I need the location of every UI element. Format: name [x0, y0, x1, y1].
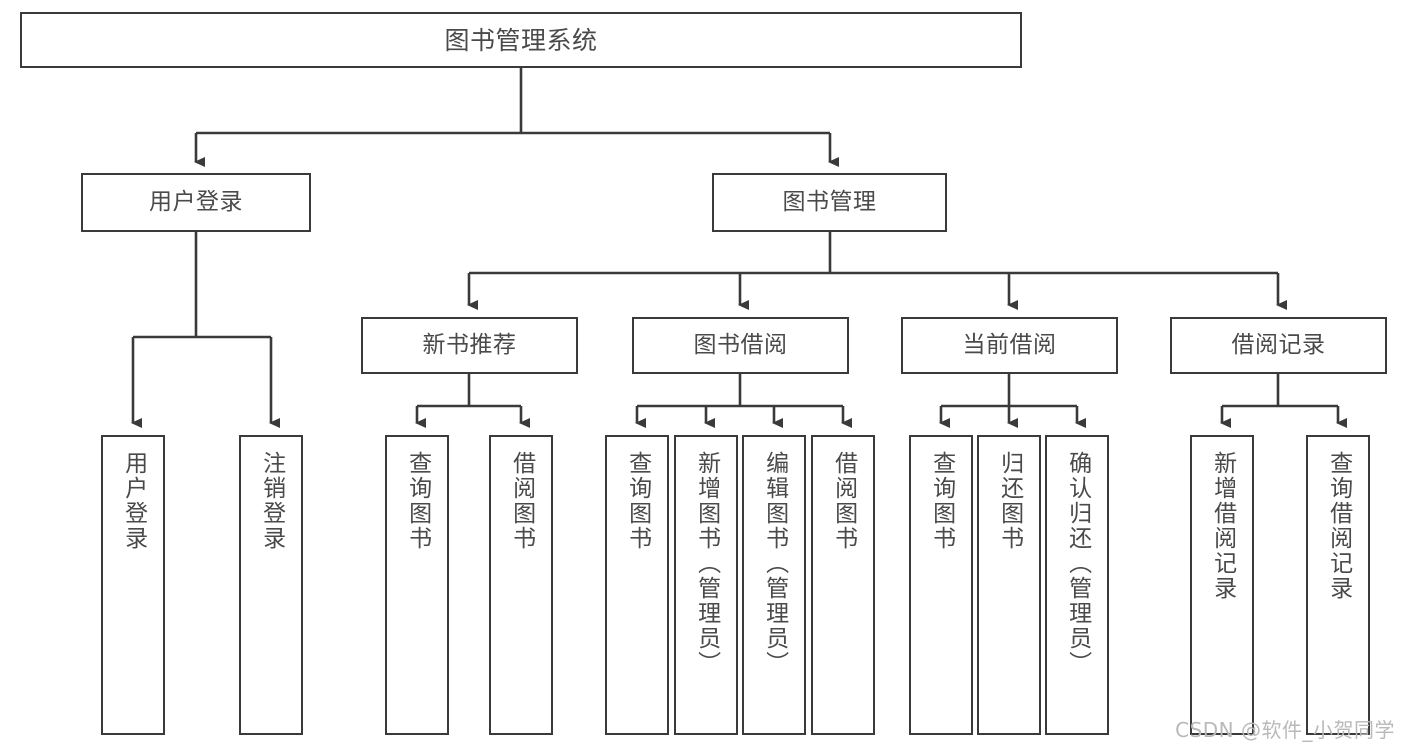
node-borrow-record[interactable]: 借阅记录: [1170, 317, 1387, 374]
leaf-edit-book[interactable]: 编辑图书（管理员）: [742, 435, 806, 735]
leaf-edit-book-label: 编辑图书（管理员）: [761, 451, 788, 676]
leaf-add-book[interactable]: 新增图书（管理员）: [674, 435, 738, 735]
leaf-query-book-1-label: 查询图书: [404, 451, 431, 551]
leaf-borrow-book-2[interactable]: 借阅图书: [811, 435, 875, 735]
leaf-user-logout[interactable]: 注销登录: [239, 435, 303, 735]
leaf-add-record[interactable]: 新增借阅记录: [1190, 435, 1254, 735]
node-current-borrow-label: 当前借阅: [962, 332, 1057, 359]
leaf-confirm-return[interactable]: 确认归还（管理员）: [1045, 435, 1109, 735]
leaf-return-book-label: 归还图书: [996, 451, 1023, 551]
leaf-confirm-return-label: 确认归还（管理员）: [1064, 451, 1091, 676]
leaf-query-book-2-label: 查询图书: [624, 451, 651, 551]
leaf-borrow-book-1-label: 借阅图书: [508, 451, 535, 551]
leaf-query-book-2[interactable]: 查询图书: [605, 435, 669, 735]
leaf-query-record[interactable]: 查询借阅记录: [1306, 435, 1370, 735]
leaf-query-record-label: 查询借阅记录: [1325, 451, 1352, 601]
leaf-borrow-book-2-label: 借阅图书: [830, 451, 857, 551]
node-user-login[interactable]: 用户登录: [81, 173, 311, 232]
node-root-label: 图书管理系统: [444, 25, 598, 55]
watermark-text: CSDN @软件_小贺同学: [1175, 718, 1395, 742]
leaf-user-login[interactable]: 用户登录: [101, 435, 165, 735]
node-book-manage[interactable]: 图书管理: [712, 173, 947, 232]
node-book-manage-label: 图书管理: [782, 189, 877, 216]
leaf-query-book-1[interactable]: 查询图书: [385, 435, 449, 735]
leaf-user-logout-label: 注销登录: [258, 451, 285, 551]
leaf-query-book-3-label: 查询图书: [928, 451, 955, 551]
node-new-book-rec[interactable]: 新书推荐: [361, 317, 578, 374]
node-book-borrow[interactable]: 图书借阅: [632, 317, 849, 374]
leaf-borrow-book-1[interactable]: 借阅图书: [489, 435, 553, 735]
node-borrow-record-label: 借阅记录: [1231, 332, 1326, 359]
leaf-query-book-3[interactable]: 查询图书: [909, 435, 973, 735]
leaf-return-book[interactable]: 归还图书: [977, 435, 1041, 735]
node-current-borrow[interactable]: 当前借阅: [901, 317, 1118, 374]
leaf-add-book-label: 新增图书（管理员）: [693, 451, 720, 676]
leaf-add-record-label: 新增借阅记录: [1209, 451, 1236, 601]
node-user-login-label: 用户登录: [149, 189, 243, 216]
node-book-borrow-label: 图书借阅: [693, 332, 788, 359]
node-new-book-rec-label: 新书推荐: [422, 332, 517, 359]
leaf-user-login-label: 用户登录: [120, 451, 147, 551]
node-root[interactable]: 图书管理系统: [20, 12, 1022, 68]
